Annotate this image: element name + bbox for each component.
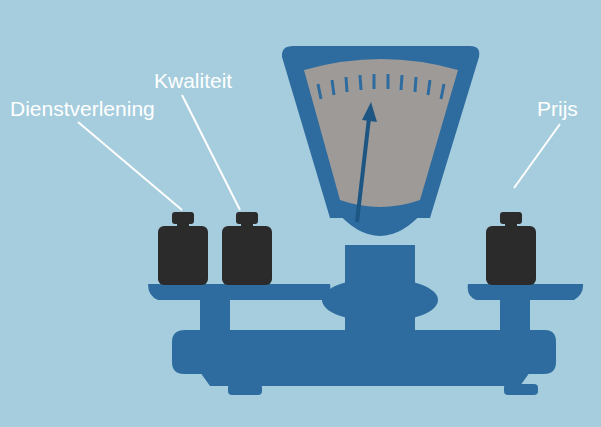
leader-line <box>182 95 240 210</box>
center-hub <box>322 278 438 322</box>
dial-ticks <box>318 74 444 99</box>
pan-support <box>200 298 230 332</box>
dial-housing <box>282 46 479 218</box>
dial-face <box>304 59 458 207</box>
right-pan <box>468 284 583 300</box>
weight <box>486 212 536 285</box>
weight <box>222 212 272 285</box>
scale-foot <box>228 384 262 395</box>
dial-needle <box>357 118 369 222</box>
weight-label: Prijs <box>537 97 578 121</box>
needle-head <box>362 102 377 122</box>
left-pan <box>148 284 330 300</box>
pan-support <box>500 298 530 332</box>
weight-label: Dienstverlening <box>10 97 155 121</box>
weight <box>158 212 208 285</box>
leader-line <box>78 122 182 210</box>
scale-base <box>172 330 556 374</box>
weight-label: Kwaliteit <box>154 69 232 93</box>
leader-line <box>514 124 560 188</box>
scale-foot <box>504 384 538 395</box>
scale-plinth <box>200 372 530 386</box>
